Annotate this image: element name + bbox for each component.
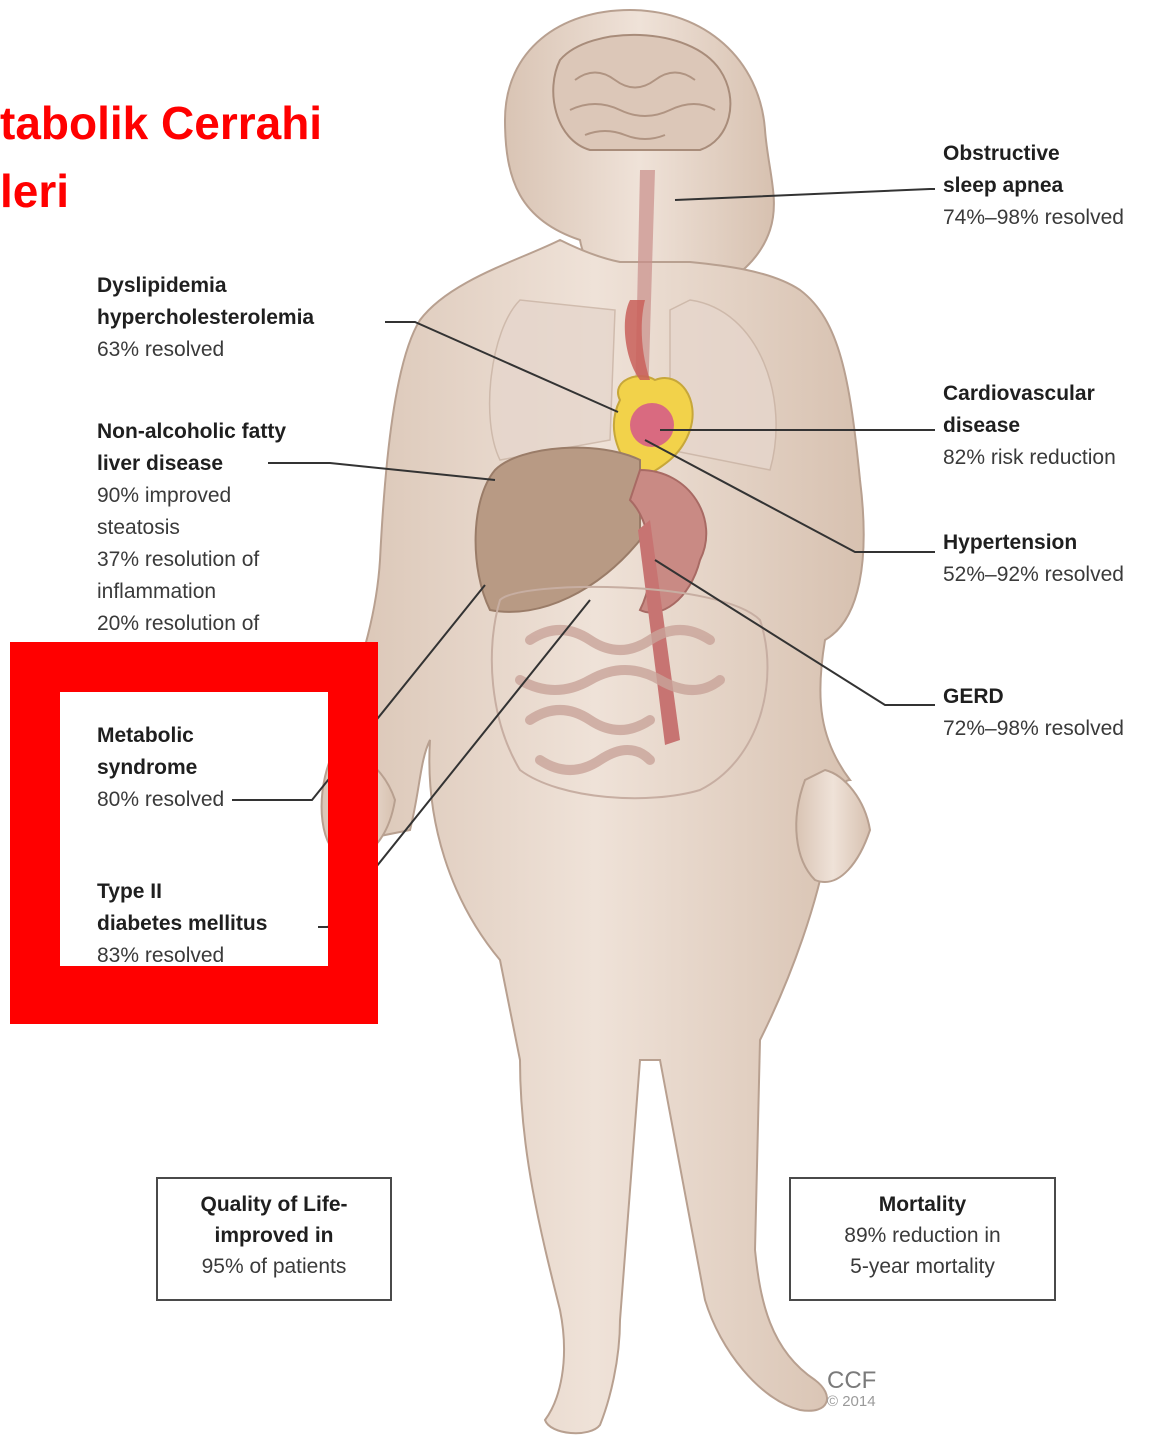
label-title-text: hypercholesterolemia	[97, 306, 318, 329]
label-title: Metabolic	[97, 720, 224, 752]
box-title: Mortality	[791, 1189, 1054, 1220]
label-stat: steatosis	[97, 512, 286, 544]
label-title: Hypertension	[943, 527, 1124, 559]
label-title: GERD	[943, 681, 1124, 713]
copyright-credit: CCF © 2014	[827, 1368, 876, 1411]
mortality-box: Mortality 89% reduction in 5-year mortal…	[789, 1177, 1056, 1301]
page-heading-line2: leri	[0, 168, 69, 214]
label-title: Cardiovascular	[943, 378, 1116, 410]
credit-year: © 2014	[827, 1394, 876, 1411]
heart-core	[630, 403, 674, 447]
label-dyslipidemia: Dyslipidemia hypercholesterolemia 63% re…	[97, 270, 318, 366]
box-stat: 95% of patients	[158, 1251, 390, 1282]
label-title-text: liver disease	[97, 452, 227, 475]
label-stat: 52%–92% resolved	[943, 559, 1124, 591]
label-title: Obstructive	[943, 138, 1124, 170]
label-gerd: GERD 72%–98% resolved	[943, 681, 1124, 745]
label-stat: 82% risk reduction	[943, 442, 1116, 474]
label-stat: 63% resolved	[97, 334, 318, 366]
label-metabolic-syndrome: Metabolic syndrome 80% resolved	[97, 720, 224, 816]
label-hypertension: Hypertension 52%–92% resolved	[943, 527, 1124, 591]
label-cardiovascular-disease: Cardiovascular disease 82% risk reductio…	[943, 378, 1116, 474]
label-stat: inflammation	[97, 576, 286, 608]
label-title: syndrome	[97, 752, 224, 784]
label-title: Type II	[97, 876, 271, 908]
label-stat: 90% improved	[97, 480, 286, 512]
box-stat: 5-year mortality	[791, 1251, 1054, 1282]
label-title: Dyslipidemia	[97, 270, 318, 302]
label-stat: 20% resolution of	[97, 608, 286, 640]
left-lung	[490, 300, 615, 460]
label-stat: 80% resolved	[97, 784, 224, 816]
label-stat: 72%–98% resolved	[943, 713, 1124, 745]
label-type-2-diabetes: Type II diabetes mellitus 83% resolved	[97, 876, 271, 972]
page-heading-line1: tabolik Cerrahi	[0, 100, 322, 146]
label-title: disease	[943, 410, 1116, 442]
label-stat: 83% resolved	[97, 940, 271, 972]
label-stat: 74%–98% resolved	[943, 202, 1124, 234]
label-stat: 37% resolution of	[97, 544, 286, 576]
box-title: Quality of Life-	[158, 1189, 390, 1220]
label-title: liver disease	[97, 448, 286, 480]
label-title: hypercholesterolemia	[97, 302, 318, 334]
label-title: sleep apnea	[943, 170, 1124, 202]
label-title: Non-alcoholic fatty	[97, 416, 286, 448]
label-title-text: syndrome	[97, 756, 201, 779]
box-stat: 89% reduction in	[791, 1220, 1054, 1251]
credit-org: CCF	[827, 1368, 876, 1394]
label-obstructive-sleep-apnea: Obstructive sleep apnea 74%–98% resolved	[943, 138, 1124, 234]
quality-of-life-box: Quality of Life- improved in 95% of pati…	[156, 1177, 392, 1301]
label-title-text: diabetes mellitus	[97, 912, 271, 935]
box-title: improved in	[158, 1220, 390, 1251]
label-nafld: Non-alcoholic fatty liver disease 90% im…	[97, 416, 286, 640]
label-title: diabetes mellitus	[97, 908, 271, 940]
